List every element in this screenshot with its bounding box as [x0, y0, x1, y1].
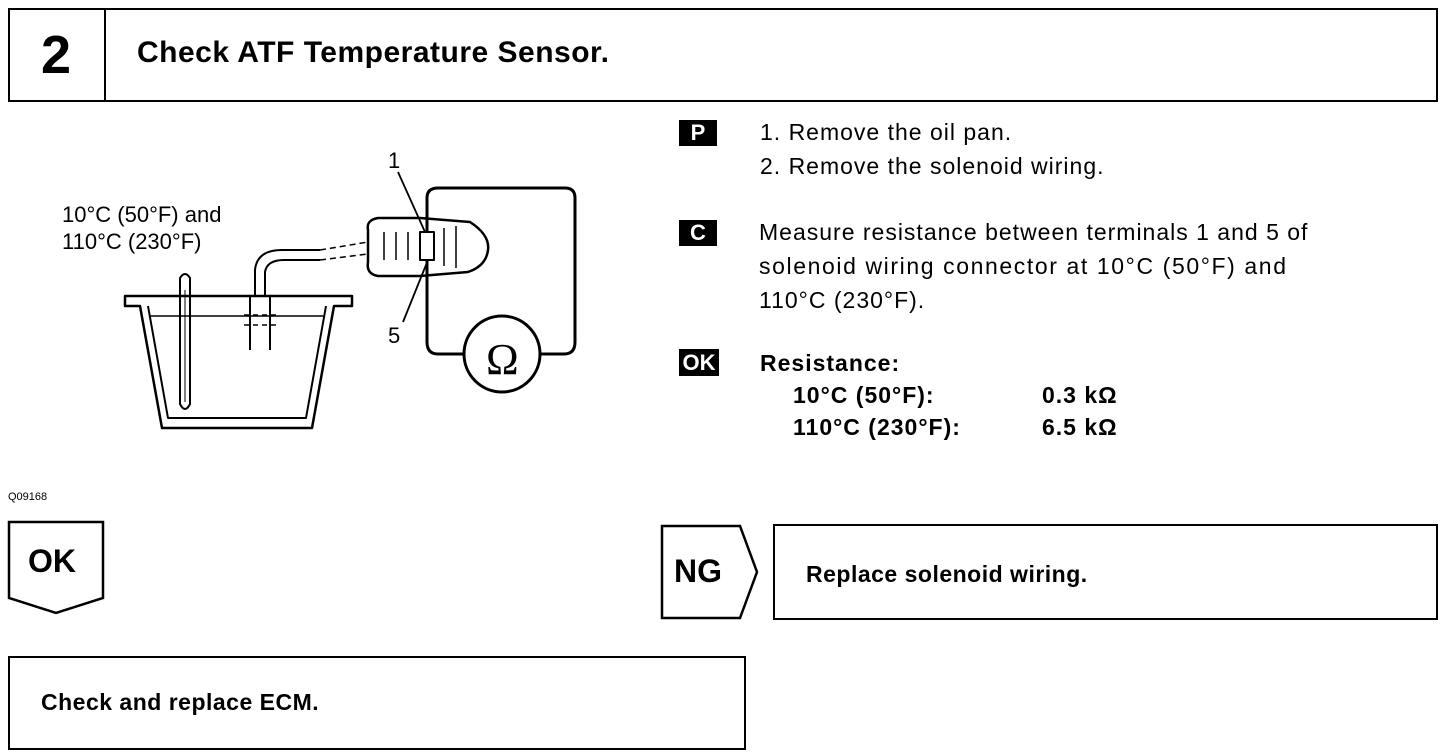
step-number: 2: [8, 8, 106, 102]
container-outer: [123, 294, 354, 430]
figure-code: Q09168: [8, 491, 48, 503]
resistance-temp-2: 110°C (230°F):: [793, 414, 961, 440]
temperature-label-line1: 10°C (50°F) and: [62, 202, 222, 227]
ng-arrow: [660, 524, 759, 620]
resistance-value-2: 6.5 kΩ: [1042, 414, 1118, 440]
sensor-diagram: Ω 1 5: [123, 148, 577, 430]
sensor-figure: Ω 1 5: [0, 110, 640, 490]
thermometer: [179, 273, 191, 410]
resistance-title: Resistance:: [760, 350, 901, 376]
ng-action-text: Replace solenoid wiring.: [806, 561, 1088, 587]
sensor-lead: [254, 249, 320, 296]
ohm-symbol: Ω: [486, 335, 519, 384]
connector: [366, 216, 490, 278]
terminal-5-label: 5: [388, 323, 400, 348]
prep-tag: P: [679, 120, 717, 146]
check-tag: C: [679, 220, 717, 246]
meter-wire: [425, 186, 577, 356]
ok-action-text: Check and replace ECM.: [41, 689, 320, 715]
step-header: [8, 8, 1438, 102]
ohmmeter: [462, 314, 542, 394]
ng-action-box: [773, 524, 1438, 620]
prep-step-2: 2. Remove the solenoid wiring.: [760, 153, 1105, 179]
ng-label: NG: [674, 553, 722, 589]
terminal-1-label: 1: [388, 148, 400, 173]
resistance-temp-1: 10°C (50°F):: [793, 382, 935, 408]
ok-action-box: [8, 656, 746, 750]
container-inner: [147, 305, 327, 419]
resistance-value-1: 0.3 kΩ: [1042, 382, 1118, 408]
check-line-2: solenoid wiring connector at 10°C (50°F)…: [759, 253, 1288, 279]
ok-arrow: [7, 520, 105, 615]
sensor-body: [249, 295, 271, 350]
check-line-3: 110°C (230°F).: [759, 287, 926, 313]
ok-tag: OK: [679, 349, 719, 376]
step-title: Check ATF Temperature Sensor.: [137, 36, 610, 69]
temperature-label-line2: 110°C (230°F): [62, 229, 202, 254]
prep-step-1: 1. Remove the oil pan.: [760, 119, 1013, 145]
ok-label: OK: [28, 543, 76, 579]
check-line-1: Measure resistance between terminals 1 a…: [759, 219, 1309, 245]
